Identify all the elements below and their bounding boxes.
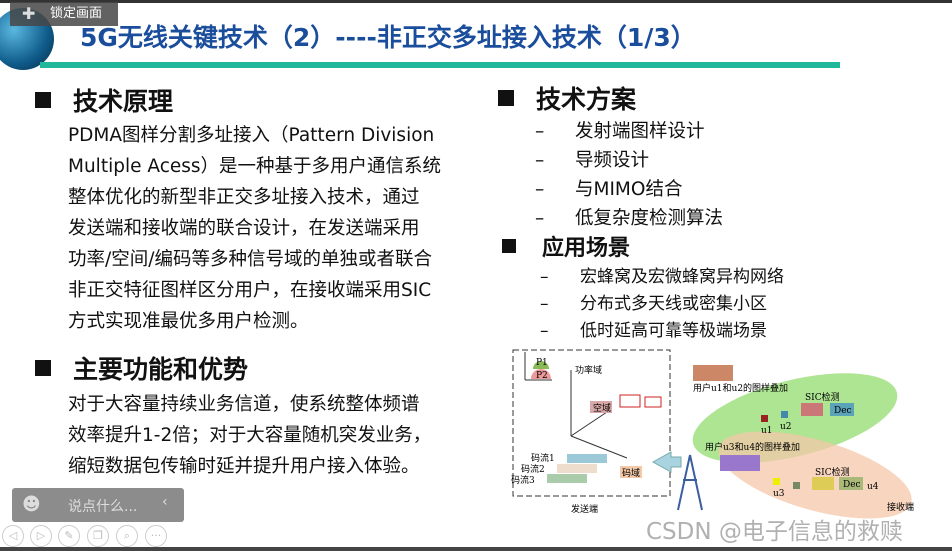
dash-bullet: – bbox=[535, 179, 545, 200]
copy-icon[interactable]: ❐ bbox=[87, 525, 109, 547]
watermark: CSDN @电子信息的救赎 bbox=[646, 519, 903, 545]
chat-input[interactable]: ☻ 说点什么... ‹ bbox=[12, 488, 184, 522]
pen-icon[interactable]: ✎ bbox=[58, 525, 80, 547]
dec-label: Dec bbox=[843, 480, 861, 490]
dash-bullet: – bbox=[540, 294, 549, 314]
list-item-label: 低时延高可靠等极端场景 bbox=[580, 321, 767, 341]
domain-axes bbox=[570, 370, 628, 459]
heading-scenes: 应用场景 bbox=[502, 230, 630, 262]
prev-icon[interactable]: ◁ bbox=[2, 525, 24, 547]
text-line: 非正交特征图样区分用户，在接收端采用SIC bbox=[68, 280, 432, 301]
emoji-icon[interactable]: ☻ bbox=[22, 494, 41, 515]
heading-scheme: 技术方案 bbox=[498, 80, 636, 116]
dash-bullet: – bbox=[535, 150, 545, 171]
heading-advantages: 主要功能和优势 bbox=[35, 350, 248, 386]
code-domain-label: 码域 bbox=[622, 467, 640, 479]
u4-label: u4 bbox=[867, 482, 879, 492]
dash-bullet: – bbox=[540, 267, 549, 287]
list-item: – 导频设计 bbox=[535, 146, 649, 172]
p1-shape bbox=[533, 361, 549, 369]
list-item-label: 与MIMO结合 bbox=[575, 179, 683, 200]
stream1-label: 码流1 bbox=[531, 452, 555, 464]
more-icon[interactable]: ··· bbox=[145, 525, 167, 547]
u2-label: u2 bbox=[780, 422, 792, 432]
pp-axis bbox=[524, 352, 552, 381]
title-divider bbox=[40, 62, 840, 68]
advantages-text: 对于大容量持续业务信道，使系统整体频谱效率提升1-2倍；对于大容量随机突发业务，… bbox=[68, 389, 488, 482]
chat-placeholder: 说点什么... bbox=[68, 499, 138, 515]
p2-shape bbox=[531, 369, 551, 379]
text-line: 方式实现准最优多用户检测。 bbox=[68, 311, 309, 332]
text-line: 发送端和接收端的联合设计，在发送端采用 bbox=[68, 218, 420, 239]
stream2-label: 码流2 bbox=[521, 463, 545, 475]
text-line: 对于大容量持续业务信道，使系统整体频谱 bbox=[68, 394, 420, 415]
list-item-label: 导频设计 bbox=[575, 150, 650, 171]
pattern-grid-2 bbox=[720, 455, 760, 471]
space-domain-label: 空域 bbox=[593, 402, 611, 414]
list-item: – 发射端图样设计 bbox=[535, 117, 705, 143]
collapse-chevron-icon[interactable]: ‹ bbox=[162, 494, 168, 510]
sic-label: SIC检测 bbox=[805, 391, 840, 403]
pin-icon: ✚ bbox=[22, 4, 36, 23]
text-line: 效率提升1-2倍；对于大容量随机突发业务， bbox=[68, 425, 432, 446]
text-line: PDMA图样分割多址接入（Pattern Division bbox=[68, 125, 435, 146]
text-line: Multiple Acess）是一种基于多用户通信系统 bbox=[68, 156, 442, 177]
list-item: – 低复杂度检测算法 bbox=[535, 204, 723, 230]
list-item: – 宏蜂窝及宏微蜂窝异构网络 bbox=[540, 262, 784, 287]
sic-label: SIC检测 bbox=[815, 466, 850, 478]
receiver-label: 接收端 bbox=[887, 501, 914, 513]
text-line: 缩短数据包传输时延并提升用户接入体验。 bbox=[68, 456, 420, 477]
p1-label: P1 bbox=[536, 358, 548, 368]
list-item: – 分布式多天线或密集小区 bbox=[540, 289, 767, 314]
top-bar bbox=[0, 0, 952, 3]
u1-label: u1 bbox=[761, 426, 773, 436]
dec-label: Dec bbox=[834, 406, 852, 416]
lock-screen-button[interactable]: 锁定画面 bbox=[10, 2, 118, 26]
bullet-square-icon bbox=[35, 360, 51, 376]
next-icon[interactable]: ▷ bbox=[30, 525, 52, 547]
list-item-label: 低复杂度检测算法 bbox=[575, 208, 724, 229]
slide-title: 5G无线关键技术（2）----非正交多址接入技术（1/3） bbox=[80, 23, 696, 52]
bullet-square-icon bbox=[502, 239, 516, 253]
tower-icon bbox=[677, 454, 703, 511]
bottom-bar bbox=[0, 547, 952, 551]
p2-label: P2 bbox=[536, 371, 548, 381]
list-item-label: 分布式多天线或密集小区 bbox=[580, 294, 767, 314]
zoom-icon[interactable]: ⌕ bbox=[116, 525, 138, 547]
dash-bullet: – bbox=[535, 121, 545, 142]
dash-bullet: – bbox=[535, 208, 545, 229]
stream3-label: 码流3 bbox=[511, 474, 535, 486]
u3-label: u3 bbox=[773, 489, 785, 499]
list-item-label: 发射端图样设计 bbox=[575, 121, 705, 142]
cell-ellipse-2 bbox=[718, 431, 912, 519]
list-item: – 与MIMO结合 bbox=[535, 175, 682, 201]
power-domain-label: 功率域 bbox=[575, 364, 602, 376]
pattern34-caption: 用户u3和u4的图样叠加 bbox=[705, 441, 800, 453]
pattern-grid-1 bbox=[693, 365, 733, 381]
text-line: 功率/空间/编码等多种信号域的单独或者联合 bbox=[68, 249, 432, 270]
lock-label: 锁定画面 bbox=[50, 6, 103, 21]
heading-principle: 技术原理 bbox=[35, 82, 173, 118]
arrow-icon bbox=[651, 451, 682, 473]
pattern12-caption: 用户u1和u2的图样叠加 bbox=[693, 382, 788, 394]
transmitter-box bbox=[512, 349, 671, 497]
dash-bullet: – bbox=[540, 321, 549, 341]
list-item: – 低时延高可靠等极端场景 bbox=[540, 316, 767, 341]
transmitter-label: 发送端 bbox=[571, 503, 598, 515]
text-line: 整体优化的新型非正交多址接入技术，通过 bbox=[68, 187, 420, 208]
bullet-square-icon bbox=[35, 92, 51, 108]
list-item-label: 宏蜂窝及宏微蜂窝异构网络 bbox=[580, 267, 784, 287]
bullet-square-icon bbox=[498, 90, 514, 106]
